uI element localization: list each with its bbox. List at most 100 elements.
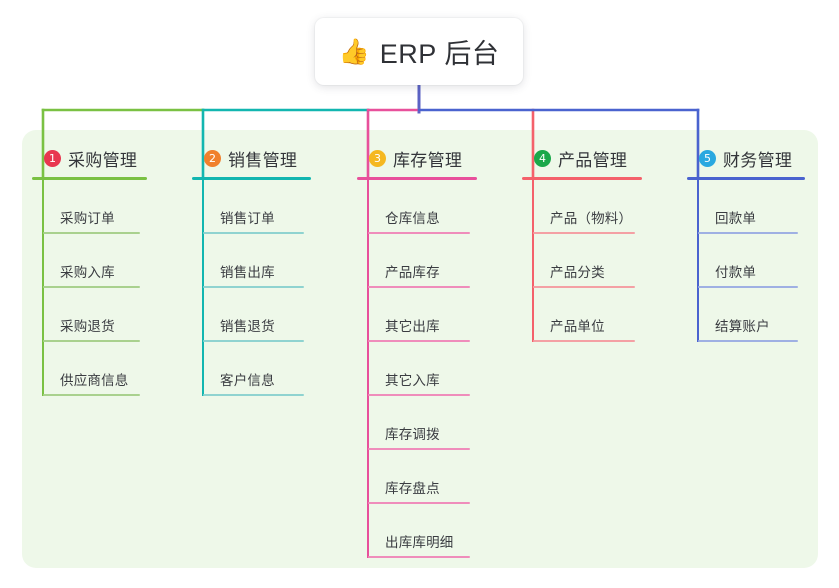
- leaf-node[interactable]: 采购入库: [32, 234, 147, 288]
- leaf-node[interactable]: 产品（物料）: [522, 180, 642, 234]
- leaf-node[interactable]: 采购退货: [32, 288, 147, 342]
- branch-underline-5: [687, 177, 805, 180]
- branch-column-4: 4 产品管理产品（物料） 产品分类产品单位: [522, 145, 642, 342]
- branch-underline-1: [32, 177, 147, 180]
- leaf-underline: [368, 502, 470, 504]
- leaf-label: 其它入库: [385, 373, 440, 389]
- leaf-node[interactable]: 销售出库: [192, 234, 311, 288]
- branch-children-2: 销售订单销售出库销售退货客户信息: [192, 180, 311, 396]
- branch-title-1: 采购管理: [68, 150, 138, 170]
- branch-header-5[interactable]: 5 财务管理: [687, 145, 805, 171]
- leaf-node[interactable]: 库存盘点: [357, 450, 477, 504]
- branch-badge-2: 2: [204, 149, 221, 167]
- leaf-underline: [698, 340, 798, 342]
- leaf-label: 产品库存: [385, 265, 440, 281]
- leaf-underline: [698, 232, 798, 234]
- leaf-label: 销售出库: [220, 265, 275, 281]
- leaf-underline: [43, 232, 140, 234]
- leaf-node[interactable]: 产品库存: [357, 234, 477, 288]
- leaf-underline: [368, 448, 470, 450]
- leaf-label: 库存盘点: [385, 481, 440, 497]
- branch-underline-2: [192, 177, 311, 180]
- leaf-node[interactable]: 回款单: [687, 180, 805, 234]
- leaf-label: 库存调拨: [385, 427, 440, 443]
- leaf-underline: [368, 340, 470, 342]
- branch-title-4: 产品管理: [558, 150, 628, 170]
- branch-spine-1: [42, 180, 44, 396]
- leaf-label: 采购退货: [60, 319, 115, 335]
- leaf-label: 产品分类: [550, 265, 605, 281]
- leaf-label: 仓库信息: [385, 211, 440, 227]
- branch-children-4: 产品（物料） 产品分类产品单位: [522, 180, 642, 342]
- leaf-node[interactable]: 结算账户: [687, 288, 805, 342]
- leaf-underline: [203, 286, 304, 288]
- leaf-node[interactable]: 库存调拨: [357, 396, 477, 450]
- branch-spine-5: [697, 180, 699, 342]
- branch-children-5: 回款单付款单结算账户: [687, 180, 805, 342]
- branch-column-2: 2 销售管理销售订单销售出库销售退货客户信息: [192, 145, 311, 396]
- leaf-label: 供应商信息: [60, 373, 129, 389]
- diagram-panel: [22, 130, 818, 568]
- branch-column-5: 5 财务管理回款单付款单结算账户: [687, 145, 805, 342]
- root-title: ERP 后台: [379, 39, 500, 69]
- branch-header-4[interactable]: 4 产品管理: [522, 145, 642, 171]
- branch-underline-4: [522, 177, 642, 180]
- leaf-label: 回款单: [715, 211, 757, 227]
- leaf-label: 采购入库: [60, 265, 115, 281]
- leaf-label: 结算账户: [715, 319, 770, 335]
- leaf-underline: [368, 394, 470, 396]
- leaf-label: 销售退货: [220, 319, 275, 335]
- branch-title-5: 财务管理: [723, 150, 793, 170]
- branch-badge-5: 5: [699, 149, 716, 167]
- branch-badge-4: 4: [534, 149, 551, 167]
- branch-badge-1: 1: [44, 149, 61, 167]
- leaf-label: 出库库明细: [385, 535, 454, 551]
- leaf-underline: [43, 340, 140, 342]
- thumbs-up-icon: 👍: [338, 38, 370, 66]
- leaf-label: 产品单位: [550, 319, 605, 335]
- leaf-label: 客户信息: [220, 373, 275, 389]
- leaf-node[interactable]: 其它出库: [357, 288, 477, 342]
- leaf-underline: [43, 286, 140, 288]
- root-node[interactable]: 👍 ERP 后台: [315, 18, 523, 85]
- leaf-node[interactable]: 仓库信息: [357, 180, 477, 234]
- leaf-label: 销售订单: [220, 211, 275, 227]
- leaf-node[interactable]: 产品分类: [522, 234, 642, 288]
- branch-header-1[interactable]: 1 采购管理: [32, 145, 147, 171]
- leaf-node[interactable]: 产品单位: [522, 288, 642, 342]
- branch-title-2: 销售管理: [228, 150, 298, 170]
- branch-header-2[interactable]: 2 销售管理: [192, 145, 311, 171]
- leaf-label: 产品（物料）: [550, 211, 633, 227]
- leaf-node[interactable]: 供应商信息: [32, 342, 147, 396]
- leaf-node[interactable]: 采购订单: [32, 180, 147, 234]
- branch-children-1: 采购订单采购入库采购退货供应商信息: [32, 180, 147, 396]
- leaf-node[interactable]: 出库库明细: [357, 504, 477, 558]
- leaf-underline: [533, 286, 635, 288]
- branch-underline-3: [357, 177, 477, 180]
- branch-spine-2: [202, 180, 204, 396]
- leaf-node[interactable]: 付款单: [687, 234, 805, 288]
- branch-spine-3: [367, 180, 369, 558]
- branch-column-1: 1 采购管理采购订单采购入库采购退货供应商信息: [32, 145, 147, 396]
- leaf-node[interactable]: 销售退货: [192, 288, 311, 342]
- leaf-node[interactable]: 其它入库: [357, 342, 477, 396]
- leaf-label: 付款单: [715, 265, 757, 281]
- leaf-node[interactable]: 客户信息: [192, 342, 311, 396]
- leaf-underline: [533, 232, 635, 234]
- leaf-underline: [368, 232, 470, 234]
- leaf-underline: [698, 286, 798, 288]
- branch-title-3: 库存管理: [393, 150, 463, 170]
- leaf-underline: [43, 394, 140, 396]
- leaf-underline: [533, 340, 635, 342]
- leaf-underline: [203, 232, 304, 234]
- branch-children-3: 仓库信息产品库存其它出库其它入库库存调拨库存盘点出库库明细: [357, 180, 477, 558]
- leaf-underline: [368, 286, 470, 288]
- branch-spine-4: [532, 180, 534, 342]
- leaf-node[interactable]: 销售订单: [192, 180, 311, 234]
- leaf-underline: [368, 556, 470, 558]
- leaf-label: 采购订单: [60, 211, 115, 227]
- leaf-underline: [203, 340, 304, 342]
